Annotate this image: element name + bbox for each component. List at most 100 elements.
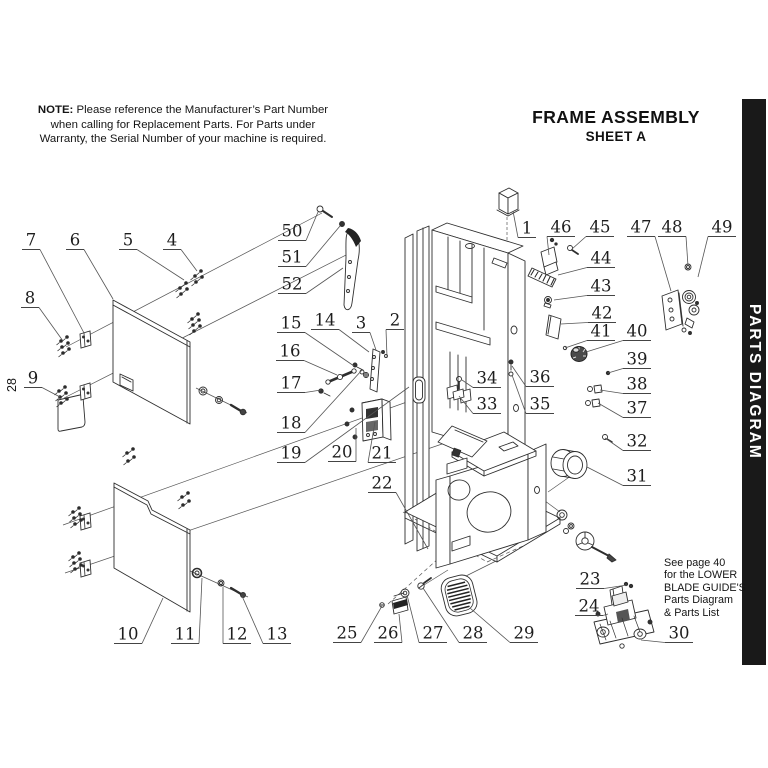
svg-text:45: 45 — [590, 218, 611, 237]
svg-text:8: 8 — [25, 289, 36, 308]
svg-text:46: 46 — [551, 218, 572, 237]
lower-door-lock-parts — [191, 567, 246, 598]
sheet-title-line1: FRAME ASSEMBLY — [532, 107, 700, 127]
svg-text:6: 6 — [70, 231, 81, 250]
svg-text:39: 39 — [627, 350, 648, 369]
callout-15: 15 — [277, 314, 355, 367]
callout-42: 42 — [560, 304, 616, 325]
svg-text:12: 12 — [227, 625, 248, 644]
svg-text:4: 4 — [167, 231, 178, 250]
callout-49: 49 — [697, 218, 736, 278]
callout-39: 39 — [607, 350, 651, 374]
svg-text:9: 9 — [28, 369, 39, 388]
svg-text:24: 24 — [579, 597, 600, 616]
svg-text:37: 37 — [627, 399, 648, 418]
tracking-handwheel — [556, 509, 617, 563]
svg-text:28: 28 — [463, 624, 484, 643]
svg-text:20: 20 — [332, 443, 353, 462]
svg-text:38: 38 — [627, 375, 648, 394]
callout-11: 11 — [171, 577, 203, 644]
callout-23: 23 — [576, 570, 628, 589]
base-assembly — [404, 425, 569, 569]
svg-text:3: 3 — [356, 314, 367, 333]
callout-34: 34 — [461, 369, 501, 388]
setscrew-41 — [562, 345, 568, 351]
svg-text:26: 26 — [378, 624, 399, 643]
callout-1: 1 — [512, 210, 536, 238]
callout-28: 28 — [422, 587, 487, 643]
callout-43: 43 — [553, 277, 615, 301]
svg-text:48: 48 — [662, 218, 683, 237]
callout-14: 14 — [311, 311, 370, 353]
svg-text:50: 50 — [282, 222, 303, 241]
callout-19: 19 — [277, 386, 410, 463]
callout-50: 50 — [278, 211, 319, 241]
svg-text:17: 17 — [281, 374, 302, 393]
lower-blade-guide — [593, 591, 655, 649]
blade-guard — [316, 205, 361, 311]
vent-grill-44 — [527, 267, 557, 288]
callout-26: 26 — [374, 613, 403, 643]
svg-text:43: 43 — [591, 277, 612, 296]
callout-46: 46 — [546, 218, 575, 256]
sheet-title: FRAME ASSEMBLY SHEET A — [498, 107, 734, 144]
callout-2: 2 — [385, 311, 404, 358]
svg-text:13: 13 — [267, 625, 288, 644]
svg-text:27: 27 — [423, 624, 444, 643]
callout-37: 37 — [597, 399, 651, 418]
svg-text:32: 32 — [627, 432, 648, 451]
callout-13: 13 — [241, 595, 291, 644]
svg-text:36: 36 — [530, 368, 551, 387]
svg-text:31: 31 — [627, 467, 648, 486]
callout-48: 48 — [658, 218, 689, 267]
svg-text:51: 51 — [282, 248, 303, 267]
svg-text:52: 52 — [282, 275, 303, 294]
screw-dots — [54, 269, 204, 574]
bracket-47 — [661, 289, 684, 331]
svg-text:42: 42 — [592, 304, 613, 323]
svg-text:34: 34 — [477, 369, 498, 388]
hinge — [79, 382, 92, 401]
upper-door-lock-parts — [198, 386, 247, 416]
svg-text:19: 19 — [281, 444, 302, 463]
svg-text:21: 21 — [372, 444, 393, 463]
svg-text:2: 2 — [390, 311, 401, 330]
parts-diagram-tab: PARTS DIAGRAM — [742, 99, 766, 665]
svg-text:44: 44 — [591, 249, 612, 268]
svg-text:15: 15 — [281, 314, 302, 333]
callout-16: 16 — [276, 342, 338, 376]
parts-25-28 — [379, 577, 432, 615]
callout-40: 40 — [585, 322, 651, 353]
lower-blade-guide-note: See page 40 for the LOWER BLADE GUIDE'S … — [664, 557, 746, 619]
callout-32: 32 — [604, 432, 651, 451]
svg-text:47: 47 — [631, 218, 652, 237]
callout-52: 52 — [278, 267, 344, 294]
svg-text:40: 40 — [627, 322, 648, 341]
parts-diagram-tab-label: PARTS DIAGRAM — [746, 304, 763, 460]
callout-12: 12 — [222, 587, 251, 644]
note-label: NOTE: — [37, 104, 74, 116]
svg-text:22: 22 — [372, 474, 393, 493]
replacement-parts-note: NOTE: Please reference the Manufacturer’… — [26, 103, 340, 147]
svg-text:25: 25 — [337, 624, 358, 643]
svg-text:30: 30 — [669, 624, 690, 643]
bracket-46 — [540, 237, 579, 276]
callout-24: 24 — [575, 597, 609, 616]
callout-44: 44 — [557, 249, 615, 276]
callout-4: 4 — [163, 231, 198, 272]
knob-43 — [543, 296, 552, 309]
callout-27: 27 — [406, 594, 447, 643]
vent-grill-29 — [440, 574, 478, 617]
callout-10: 10 — [114, 597, 164, 644]
bracket-cluster-2-3-14 — [352, 348, 388, 393]
callout-8: 8 — [21, 289, 64, 342]
callout-35: 35 — [511, 374, 554, 414]
callout-17: 17 — [277, 374, 322, 393]
svg-text:16: 16 — [280, 342, 301, 361]
hinge — [79, 330, 92, 349]
callout-41: 41 — [564, 322, 615, 349]
svg-text:29: 29 — [514, 624, 535, 643]
